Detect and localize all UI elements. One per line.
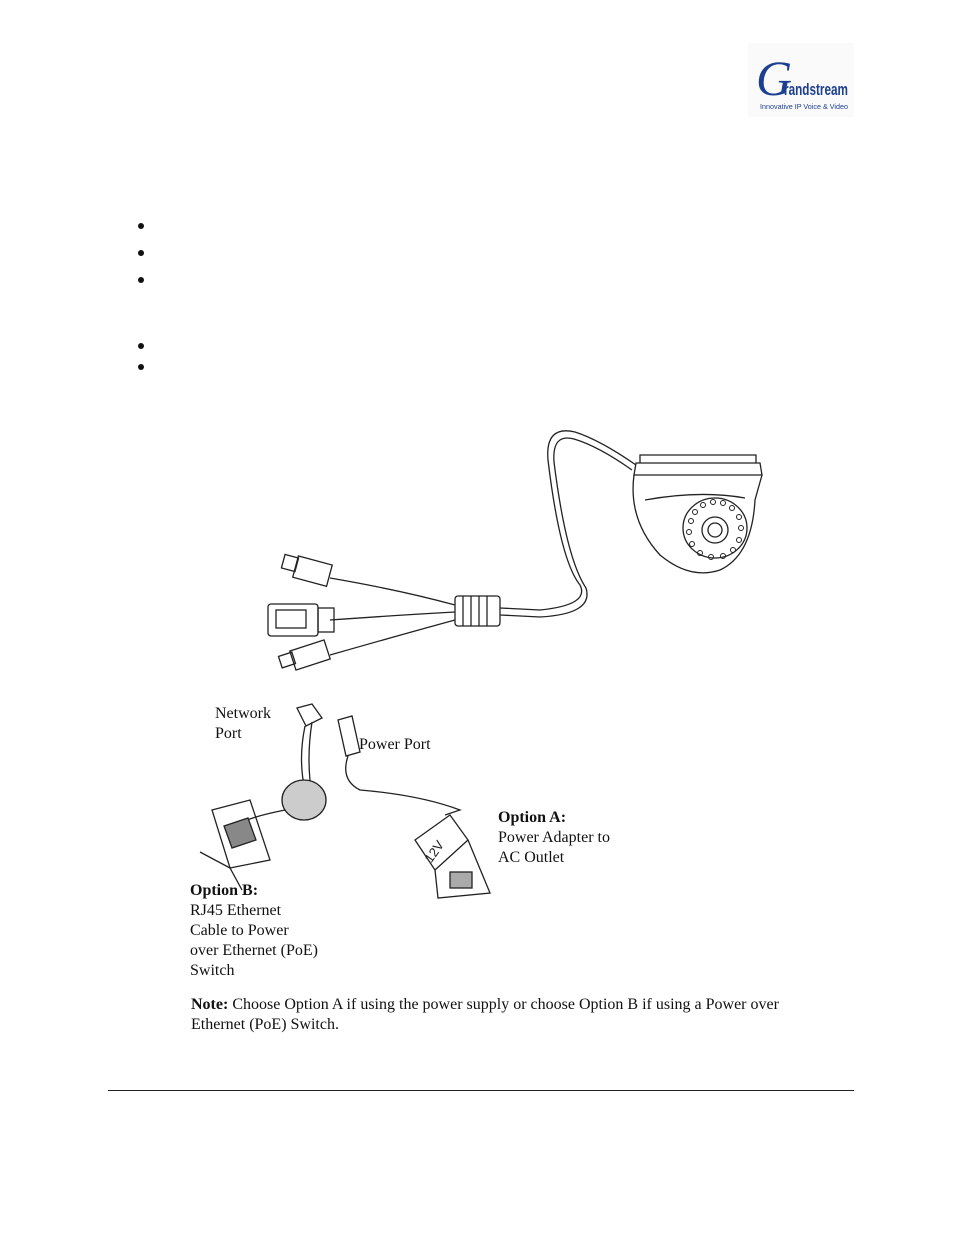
bullet bbox=[138, 223, 144, 229]
poe-switch-icon bbox=[199, 799, 271, 891]
poe-cable-disc bbox=[281, 779, 327, 821]
network-port-label: Network Port bbox=[215, 705, 271, 742]
note-label: Note: bbox=[191, 996, 229, 1013]
svg-text:G: G bbox=[756, 50, 792, 106]
grandstream-logo: G randstream Innovative IP Voice & Video bbox=[748, 43, 854, 117]
power-plug-icon bbox=[337, 715, 462, 816]
option-a-label: Option A: Power Adapter to AC Outlet bbox=[498, 809, 610, 866]
power-option-note: Note: Choose Option A if using the power… bbox=[191, 995, 791, 1035]
option-b-label: Option B: RJ45 Ethernet Cable to Power o… bbox=[190, 882, 318, 979]
main-cable bbox=[499, 430, 637, 611]
bullet bbox=[138, 277, 144, 283]
adapter-voltage-label: 12V bbox=[421, 838, 447, 866]
note-text: Choose Option A if using the power suppl… bbox=[191, 996, 779, 1033]
dome-camera-icon bbox=[632, 454, 763, 574]
power-port-label: Power Port bbox=[359, 736, 431, 753]
dc-connector-icon bbox=[280, 553, 334, 588]
svg-text:Innovative IP Voice & Video: Innovative IP Voice & Video bbox=[760, 104, 848, 111]
bullet bbox=[138, 250, 144, 256]
cable-junction bbox=[454, 595, 501, 627]
power-adapter-icon bbox=[414, 814, 491, 899]
bullet bbox=[138, 343, 144, 349]
footer-divider bbox=[108, 1090, 854, 1091]
svg-text:randstream: randstream bbox=[784, 80, 848, 99]
power-connector-icon bbox=[277, 639, 332, 671]
bullet bbox=[138, 364, 144, 370]
rj45-connector-icon bbox=[267, 603, 335, 637]
